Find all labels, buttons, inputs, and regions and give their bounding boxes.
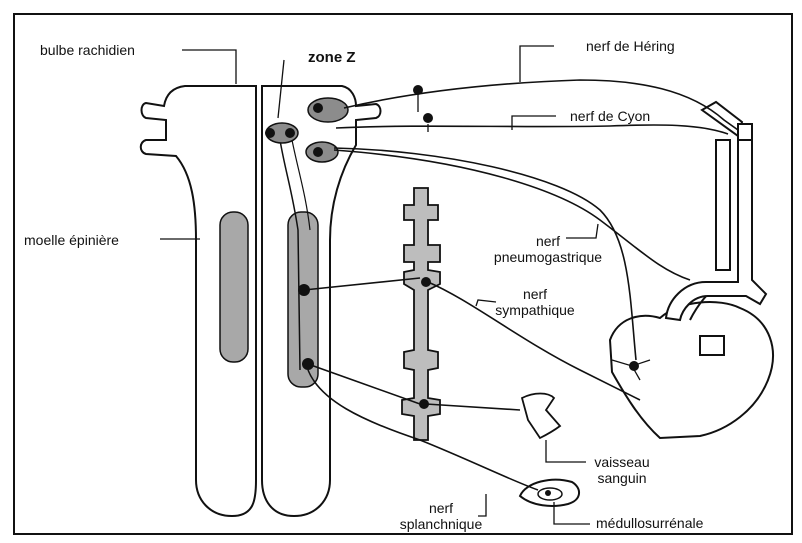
label-vaisseau-line2: sanguin (582, 470, 662, 486)
label-bulbe-rachidien: bulbe rachidien (40, 42, 135, 58)
label-zone-z: zone Z (308, 50, 356, 66)
label-moelle-epiniere: moelle épinière (24, 232, 119, 248)
label-sympathique-line1: nerf (480, 286, 590, 302)
cyon-nerve-path (336, 125, 728, 134)
label-sympathique-line2: sympathique (480, 302, 590, 318)
label-splanchnique-line2: splanchnique (396, 516, 486, 532)
label-vaisseau-sanguin: vaisseau sanguin (582, 454, 662, 486)
hering-nerve-path (344, 80, 738, 130)
label-nerf-pneumogastrique: nerf pneumogastrique (488, 233, 608, 265)
label-nerf-splanchnique: nerf splanchnique (396, 500, 486, 532)
heart-ganglion (629, 361, 639, 371)
cyon-ganglion (423, 113, 433, 123)
grey-matter-left (220, 212, 248, 362)
label-pneumo-line2: pneumogastrique (488, 249, 608, 265)
label-nerf-cyon: nerf de Cyon (570, 108, 650, 124)
label-nerf-sympathique: nerf sympathique (480, 286, 590, 318)
label-medullosurrenale: médullosurrénale (596, 515, 703, 531)
label-pneumo-line1: nerf (488, 233, 608, 249)
aorta (666, 102, 766, 320)
label-vaisseau-line1: vaisseau (582, 454, 662, 470)
label-splanchnique-line1: nerf (396, 500, 486, 516)
heart (610, 282, 773, 438)
adrenal-gland (520, 480, 579, 506)
blood-vessel (522, 394, 560, 439)
hering-ganglion (413, 85, 423, 95)
label-nerf-hering: nerf de Héring (586, 38, 675, 54)
